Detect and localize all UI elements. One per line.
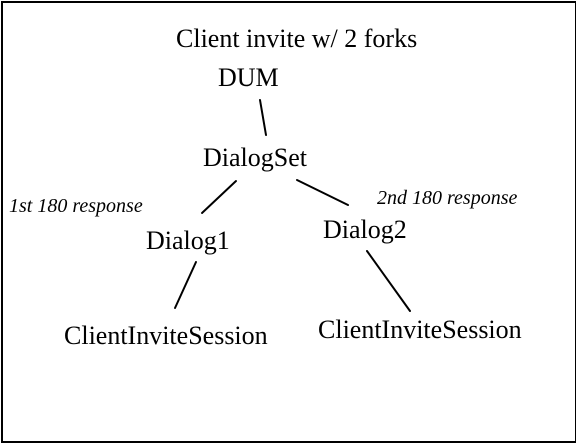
annotation-first-response: 1st 180 response [9,195,143,217]
node-client-invite-session-2: ClientInviteSession [318,315,522,344]
node-client-invite-session-1: ClientInviteSession [64,321,268,350]
annotation-second-response: 2nd 180 response [377,187,518,209]
edge-dialog1-cis1 [174,261,197,309]
edge-dum-dialogset [259,99,267,136]
edge-dialog2-cis2 [366,250,411,312]
diagram-title: Client invite w/ 2 forks [176,24,418,53]
edge-dialogset-dialog2 [296,179,349,206]
node-dialog2: Dialog2 [323,215,407,244]
node-dialog1: Dialog1 [146,226,230,255]
node-dialogset: DialogSet [203,143,307,172]
node-dum: DUM [218,63,279,92]
edge-dialogset-dialog1 [201,180,237,214]
